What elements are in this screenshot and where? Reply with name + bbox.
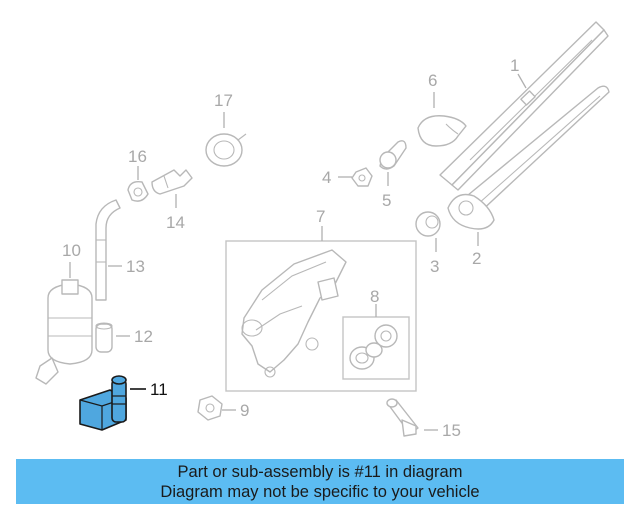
bolt-part[interactable] <box>351 167 373 187</box>
wiper-motor-part[interactable] <box>241 249 347 378</box>
nozzle-part[interactable] <box>205 133 247 167</box>
callout-4: 4 <box>322 168 331 187</box>
motor-assembly-box <box>225 240 417 392</box>
wiper-blade-part[interactable] <box>439 21 609 191</box>
callout-7: 7 <box>316 207 325 226</box>
washer-pump-part[interactable] <box>79 375 127 431</box>
connector-15-part[interactable] <box>386 398 419 437</box>
callout-8: 8 <box>370 287 379 306</box>
callout-16: 16 <box>128 147 147 166</box>
grommet-part[interactable] <box>349 324 398 370</box>
diagram-notice-banner: Part or sub-assembly is #11 in diagram D… <box>16 459 624 504</box>
washer-reservoir-part[interactable] <box>35 279 93 385</box>
cap-part[interactable] <box>417 115 467 147</box>
notice-line-disclaimer: Diagram may not be specific to your vehi… <box>160 483 480 501</box>
callout-5: 5 <box>382 191 391 210</box>
callout-14: 14 <box>166 213 185 232</box>
nut-part[interactable] <box>415 211 441 237</box>
callout-12: 12 <box>134 327 153 346</box>
callout-1-leader <box>517 73 527 89</box>
notice-line-part-number: Part or sub-assembly is #11 in diagram <box>177 463 463 481</box>
callout-10: 10 <box>62 241 81 260</box>
callout-13: 13 <box>126 257 145 276</box>
callout-3: 3 <box>430 257 439 276</box>
callout-9: 9 <box>240 401 249 420</box>
callout-17: 17 <box>214 91 233 110</box>
hose-connector-part[interactable] <box>151 169 193 195</box>
wiper-arm-part[interactable] <box>447 85 610 230</box>
nut-9-part[interactable] <box>197 395 223 421</box>
callout-6: 6 <box>428 71 437 90</box>
callout-2: 2 <box>472 249 481 268</box>
clip-part[interactable] <box>127 180 149 202</box>
callout-15: 15 <box>442 421 461 440</box>
pump-grommet-part[interactable] <box>95 322 113 353</box>
mount-bushing-part[interactable] <box>379 140 407 170</box>
callout-11: 11 <box>150 380 168 399</box>
washer-hose-part[interactable] <box>95 199 121 301</box>
callout-1: 1 <box>510 56 519 75</box>
